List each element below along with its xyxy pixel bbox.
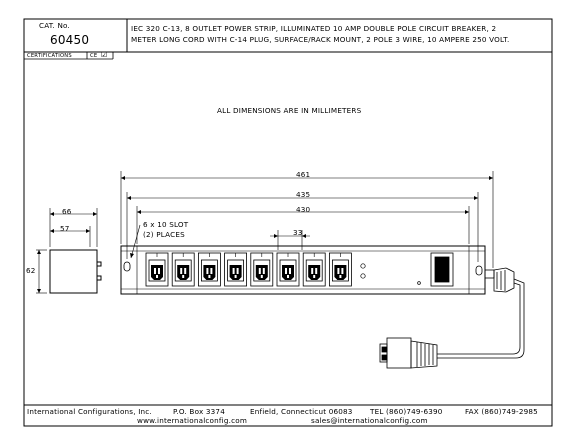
slot-note-size: 6 x 10 SLOT (143, 220, 189, 229)
certifications-label: CERTIFICATIONS (27, 53, 72, 59)
front-dim-arrows (121, 176, 493, 258)
check-icon: ☑ (101, 51, 108, 59)
side-dim-arrows (37, 212, 97, 293)
footer-company: International Configurations, Inc. (27, 407, 152, 416)
outlet-c13 (276, 252, 300, 287)
strain-relief (484, 267, 515, 293)
description-line-1: IEC 320 C-13, 8 OUTLET POWER STRIP, ILLU… (131, 24, 497, 33)
footer-fax: FAX (860)749-2985 (465, 407, 538, 416)
outlet-c13 (302, 252, 326, 287)
footer-po-box: P.O. Box 3374 (173, 407, 225, 416)
slot-note-places: (2) PLACES (143, 230, 185, 239)
front-dimensions (120, 171, 494, 268)
units-note: ALL DIMENSIONS ARE IN MILLIMETERS (217, 106, 362, 115)
dim-overall-length: 461 (296, 170, 311, 179)
outlets (145, 252, 352, 287)
ce-mark: CE (90, 53, 98, 59)
cat-number-label: CAT. No. (39, 21, 71, 30)
sheet-border (23, 18, 553, 427)
c14-plug (379, 337, 438, 369)
side-dimensions (36, 208, 98, 294)
dim-side-width: 66 (62, 207, 72, 216)
footer-city: Enfield, Connecticut 06083 (250, 407, 353, 416)
outlet-c13 (224, 252, 248, 287)
outlet-c13 (197, 252, 221, 287)
breaker-switch (430, 252, 454, 287)
mount-slots (123, 261, 483, 276)
dim-side-height: 62 (26, 266, 36, 275)
screws (360, 263, 421, 285)
footer-email: sales@internationalconfig.com (311, 416, 428, 425)
outlet-c13 (145, 252, 169, 287)
outlet-c13 (250, 252, 274, 287)
outlet-c13 (328, 252, 352, 287)
dim-side-width-inner: 57 (60, 224, 70, 233)
dim-body-length: 430 (296, 205, 311, 214)
dim-outlet-pitch: 33 (293, 228, 303, 237)
outlet-c13 (171, 252, 195, 287)
footer-tel: TEL (860)749-6390 (370, 407, 443, 416)
description-line-2: METER LONG CORD WITH C-14 PLUG, SURFACE/… (131, 35, 510, 44)
side-view (49, 249, 102, 294)
power-cord (437, 278, 525, 359)
cat-number: 60450 (50, 33, 90, 47)
dim-mount-length: 435 (296, 190, 311, 199)
footer-website: www.internationalconfig.com (137, 416, 248, 425)
